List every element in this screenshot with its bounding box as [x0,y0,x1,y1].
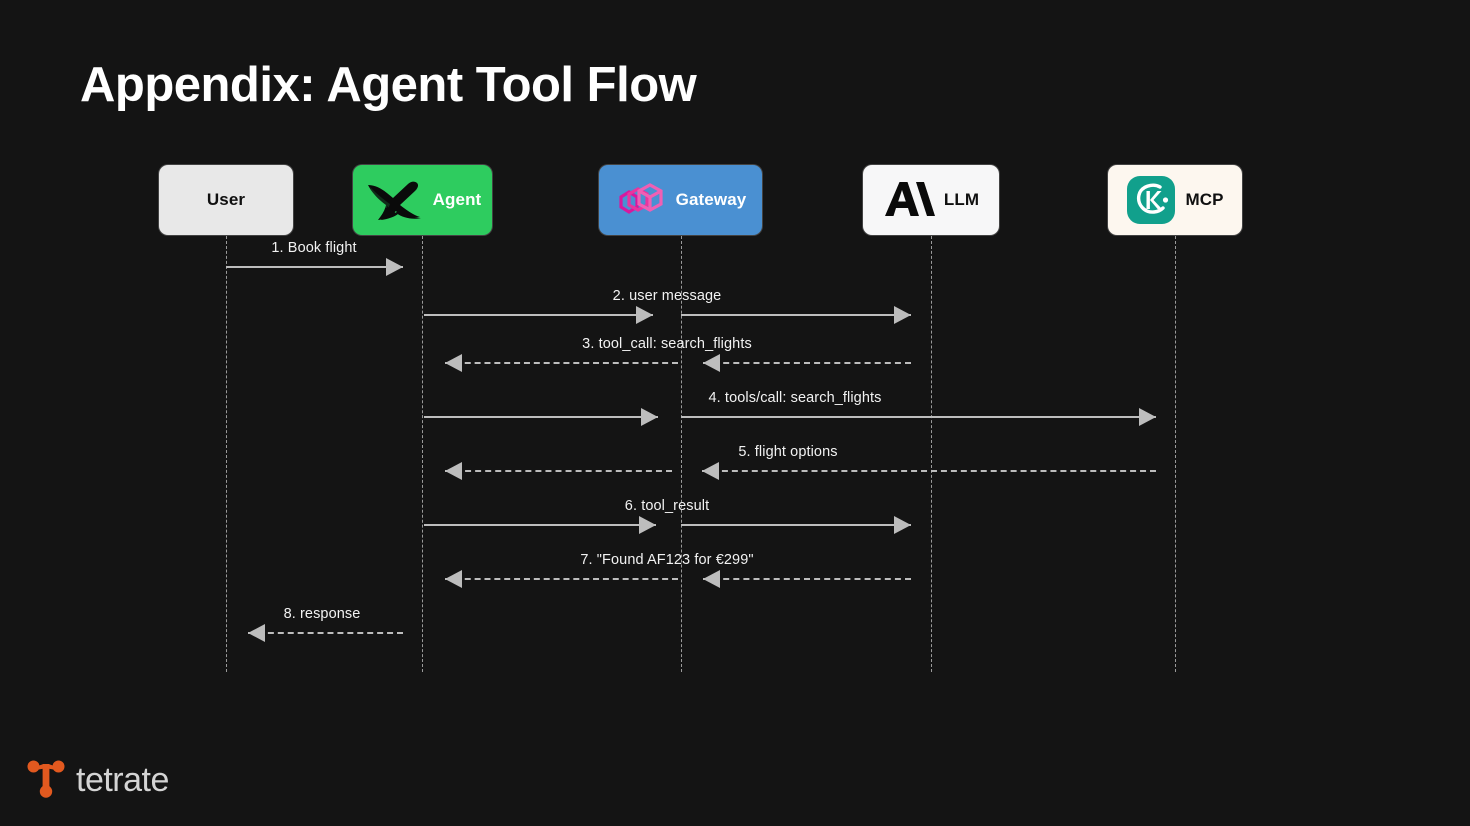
brand-name: tetrate [76,761,169,799]
participant-gateway[interactable]: Gateway [599,165,762,235]
lifeline-agent [422,236,423,672]
lifeline-user [226,236,227,672]
message-arrowhead-7 [703,570,720,588]
message-line-6 [424,524,656,526]
message-label-8: 8. response [283,606,361,622]
envoy-hexagon-icon [615,178,667,222]
participant-label-agent: Agent [432,190,482,209]
message-arrowhead-1 [386,258,403,276]
message-arrowhead-4 [1139,408,1156,426]
lifeline-llm [931,236,932,672]
message-label-5: 5. flight options [738,444,838,460]
participant-llm[interactable]: LLM [863,165,999,235]
message-arrowhead-6 [639,516,656,534]
message-line-8 [248,632,403,634]
message-arrowhead-5 [702,462,719,480]
participant-label-mcp: MCP [1185,190,1224,209]
message-line-3 [703,362,911,364]
message-arrowhead-8 [248,624,265,642]
message-line-3 [445,362,678,364]
participant-label-user: User [206,190,246,209]
message-line-6 [681,524,911,526]
message-arrowhead-4 [641,408,658,426]
mcp-k-icon [1126,175,1176,225]
message-label-6: 6. tool_result [624,498,710,514]
participant-label-gateway: Gateway [675,190,747,209]
lifeline-mcp [1175,236,1176,672]
message-arrowhead-2 [894,306,911,324]
message-arrowhead-7 [445,570,462,588]
anthropic-icon [883,179,935,221]
lifeline-gateway [681,236,682,672]
message-arrowhead-3 [445,354,462,372]
participant-user[interactable]: User [159,165,293,235]
message-label-1: 1. Book flight [271,240,357,256]
participant-label-llm: LLM [943,190,980,209]
page-title: Appendix: Agent Tool Flow [80,58,697,112]
participant-mcp[interactable]: MCP [1108,165,1242,235]
message-line-1 [226,266,403,268]
tetrate-logo-icon [27,757,65,804]
message-label-4: 4. tools/call: search_flights [708,390,882,406]
message-line-4 [424,416,658,418]
message-label-7: 7. "Found AF123 for €299" [580,552,754,568]
langchain-parrot-icon [364,176,424,224]
message-label-3: 3. tool_call: search_flights [582,336,752,352]
message-line-7 [445,578,678,580]
message-line-5 [702,470,1156,472]
message-arrowhead-6 [894,516,911,534]
message-line-5 [445,470,672,472]
message-line-7 [703,578,911,580]
message-arrowhead-3 [703,354,720,372]
message-line-2 [681,314,911,316]
brand-footer: tetrate [27,757,169,804]
participant-agent[interactable]: Agent [353,165,492,235]
message-label-2: 2. user message [612,288,722,304]
message-arrowhead-5 [445,462,462,480]
message-line-2 [424,314,653,316]
message-line-4 [681,416,1156,418]
message-arrowhead-2 [636,306,653,324]
